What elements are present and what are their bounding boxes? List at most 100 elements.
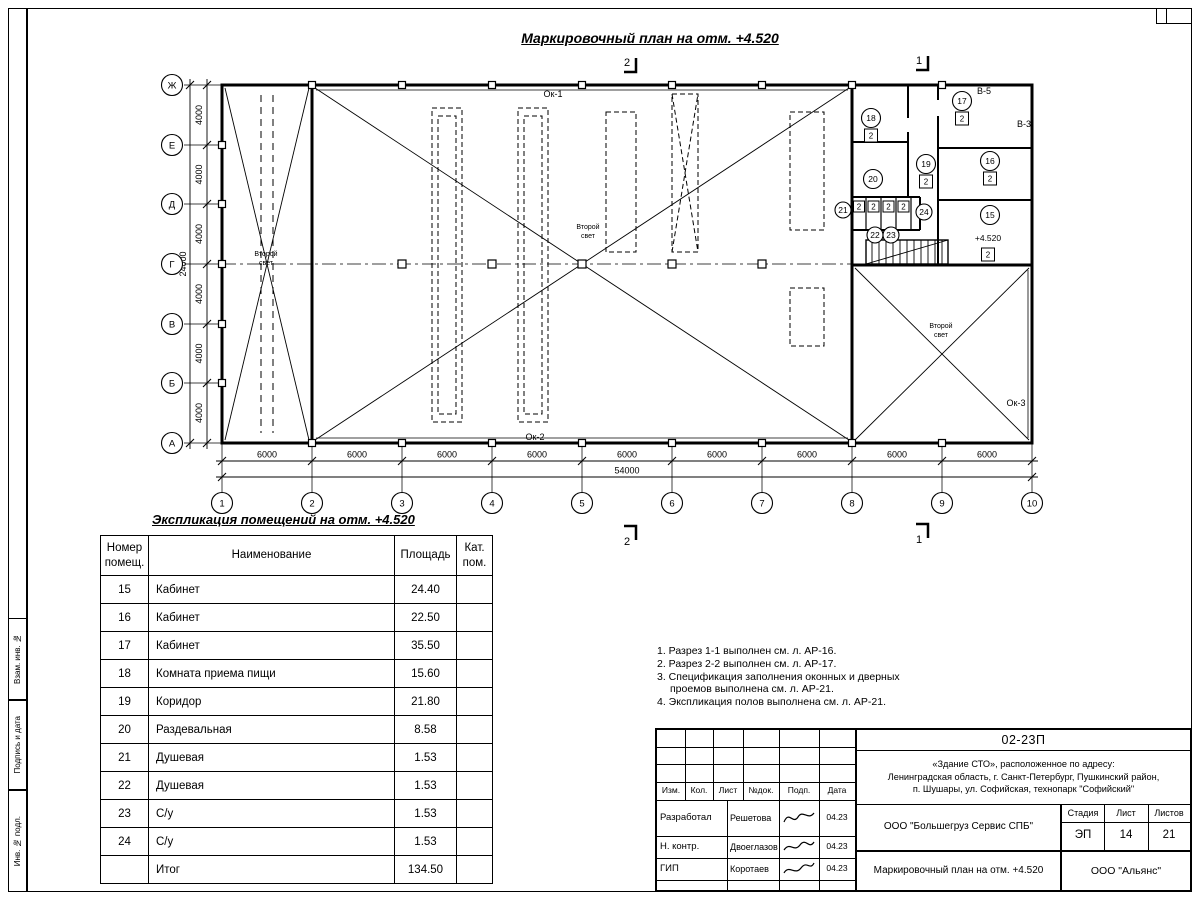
header-room-number: Номер помещ.: [100, 535, 149, 576]
cell-room-name: С/у: [148, 827, 395, 856]
room-schedule: Экспликация помещений на отм. +4.520 Ном…: [100, 512, 493, 884]
floor-mark: 2: [871, 203, 876, 212]
note-item: 4. Экспликация полов выполнена см. л. АР…: [657, 696, 886, 709]
stamp-line: [779, 800, 780, 890]
interior-partitions: [852, 85, 1032, 265]
note-item: 2. Разрез 2-2 выполнен см. л. АР-17.: [657, 657, 837, 670]
table-row: 19 Коридор 21.80: [100, 687, 493, 716]
notes-block: 1. Разрез 1-1 выполнен см. л. АР-16. 2. …: [657, 645, 929, 709]
floor-mark: 2: [988, 175, 993, 184]
cell-room-number: 19: [100, 687, 149, 716]
cell-room-name: Раздевальная: [148, 715, 395, 744]
sheet-number: 14: [1119, 829, 1133, 842]
stamp-line: [727, 800, 728, 890]
cell-room-number: 15: [100, 575, 149, 604]
staircase: [865, 239, 949, 265]
table-row: 23 С/у 1.53: [100, 799, 493, 828]
cell-room-number: 16: [100, 603, 149, 632]
cabin-partitions: [865, 197, 912, 230]
stamp-line: [1148, 804, 1149, 850]
header-room-category: Кат. пом.: [456, 535, 493, 576]
cell-room-number: 23: [100, 799, 149, 828]
cell-room-area: 8.58: [394, 715, 457, 744]
dim-54000: 54000: [614, 466, 639, 476]
stamp-line: [743, 730, 744, 800]
project-address: «Здание СТО», расположенное по адресу: Л…: [857, 751, 1190, 803]
cell-room-number: 20: [100, 715, 149, 744]
side-label-inv: Инв. № подл.: [13, 815, 22, 867]
table-row: 20 Раздевальная 8.58: [100, 715, 493, 744]
side-cell-podpis: Подпись и дата: [8, 700, 27, 790]
document-number: 02-23П: [1001, 732, 1046, 747]
section-mark-1: 1: [916, 55, 922, 67]
sheets-total: 21: [1162, 829, 1176, 842]
table-row: 15 Кабинет 24.40: [100, 575, 493, 604]
room-number: 24: [919, 207, 929, 217]
label-v3: В-3: [1017, 119, 1031, 129]
table-row-total: Итог 134.50: [100, 855, 493, 884]
stamp-line: [713, 730, 714, 800]
role-title: ГИП: [660, 862, 679, 874]
schedule-table: Номер помещ. Наименование Площадь Кат. п…: [100, 535, 493, 884]
organization-designer: ООО "Альянс": [1090, 864, 1162, 877]
dim-6000: 6000: [257, 450, 277, 460]
signature-scribble: [779, 858, 819, 880]
plan-title: Маркировочный план на отм. +4.520: [521, 30, 779, 46]
stamp-divider: [855, 730, 857, 890]
room-number: 17: [957, 96, 967, 106]
axis-label: 5: [579, 499, 584, 510]
room-number: 22: [870, 230, 880, 240]
axis-label: 9: [939, 499, 944, 510]
stamp-line: [657, 764, 855, 765]
cell-room-area: 15.60: [394, 659, 457, 688]
side-cell-inv: Инв. № подл.: [8, 790, 27, 892]
axis-label: 2: [309, 499, 314, 510]
second-light-text: свет: [934, 332, 949, 339]
signature-scribble: [779, 836, 819, 858]
cell-room-category: [456, 743, 493, 772]
label-ok2: Ок-2: [526, 432, 545, 442]
cell-room-category: [456, 827, 493, 856]
section-mark-1: 1: [916, 534, 922, 546]
cell-room-category: [456, 631, 493, 660]
cell-room-name: Кабинет: [148, 603, 395, 632]
stamp-line: [657, 836, 855, 837]
stamp-line: [657, 782, 855, 783]
stamp-line: [857, 750, 1190, 751]
role-date: 04.23: [826, 841, 848, 852]
table-row: 16 Кабинет 22.50: [100, 603, 493, 632]
address-line: п. Шушары, ул. Софийская, технопарк "Соф…: [912, 784, 1135, 795]
table-row: 18 Комната приема пищи 15.60: [100, 659, 493, 688]
dim-6000: 6000: [977, 450, 997, 460]
dim-4000: 4000: [194, 343, 204, 363]
cell-room-name: Комната приема пищи: [148, 659, 395, 688]
cell-room-category: [456, 603, 493, 632]
second-light-text: Второй: [576, 223, 599, 231]
stamp-line: [857, 850, 1190, 852]
schedule-title: Экспликация помещений на отм. +4.520: [152, 512, 415, 527]
floor-mark: 2: [869, 132, 874, 141]
table-row: 21 Душевая 1.53: [100, 743, 493, 772]
stamp-line: [657, 880, 855, 881]
side-cell-vzam: Взам. инв. №: [8, 618, 27, 700]
change-header-data: Дата: [827, 785, 847, 796]
cell-room-category: [456, 659, 493, 688]
corner-stamp-box: [1156, 8, 1192, 24]
dim-4000: 4000: [194, 164, 204, 184]
role-date: 04.23: [826, 812, 848, 823]
second-light-text: свет: [259, 260, 274, 267]
room-number-labels: 18 17 19 16 20 15 21 22 23 24: [838, 96, 995, 240]
room-number-circles: [834, 90, 1001, 244]
second-light-text: Второй: [254, 250, 277, 258]
side-label-vzam: Взам. инв. №: [13, 634, 22, 684]
axis-label: Е: [169, 141, 175, 152]
cell-room-area: 1.53: [394, 827, 457, 856]
change-header-ndoc: №док.: [748, 785, 774, 796]
side-label-podpis: Подпись и дата: [13, 716, 22, 774]
role-title: Н. контр.: [660, 840, 700, 852]
cell-room-number: 24: [100, 827, 149, 856]
axis-label: Д: [169, 200, 176, 211]
dim-4000: 4000: [194, 403, 204, 423]
dim-4000: 4000: [194, 224, 204, 244]
change-header-list: Лист: [718, 785, 738, 796]
